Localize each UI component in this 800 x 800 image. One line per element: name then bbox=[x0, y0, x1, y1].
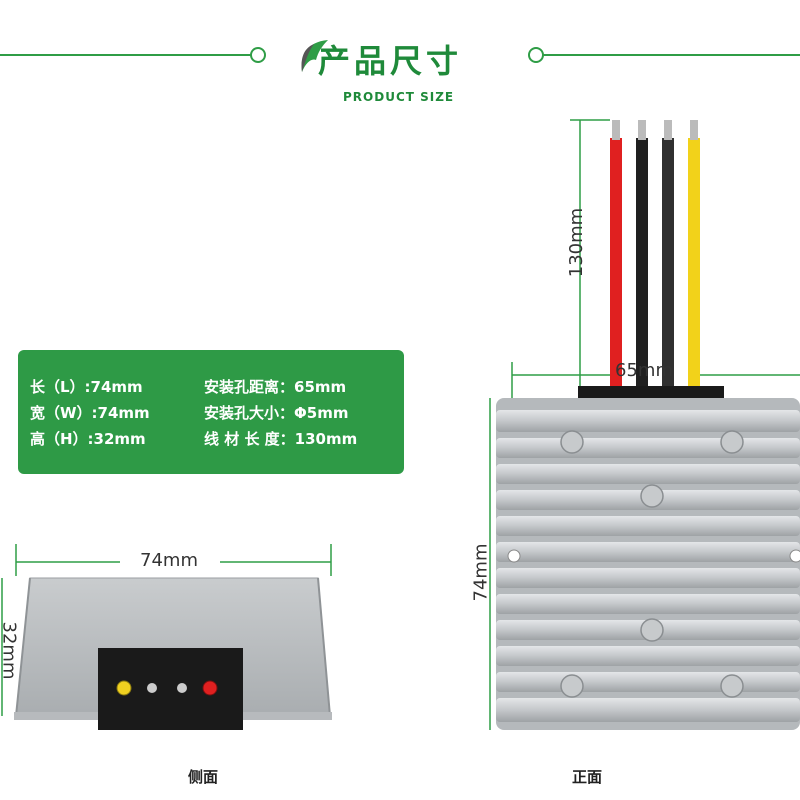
spec-width: 宽（W）:74mm bbox=[30, 404, 150, 422]
header-line-left bbox=[0, 54, 252, 56]
leaf-logo-icon bbox=[301, 40, 328, 72]
side-width-label: 74mm bbox=[140, 550, 198, 571]
side-height-label: 32mm bbox=[0, 621, 20, 680]
front-view-drawing bbox=[489, 119, 800, 730]
spec-wire-length: 线 材 长 度：130mm bbox=[204, 430, 358, 448]
spec-hole-distance: 安装孔距离：65mm bbox=[204, 378, 347, 396]
front-view-caption: 正面 bbox=[572, 768, 603, 786]
front-hole-distance-label: 65mm bbox=[615, 360, 673, 381]
page-subtitle: PRODUCT SIZE bbox=[343, 90, 455, 104]
side-view-caption: 侧面 bbox=[188, 768, 219, 786]
spec-hole-size: 安装孔大小：Φ5mm bbox=[204, 404, 349, 422]
header-dot-left bbox=[250, 47, 266, 63]
front-wire-label: 130mm bbox=[566, 207, 588, 278]
spec-height: 高（H）:32mm bbox=[30, 430, 146, 448]
side-view-drawing bbox=[1, 544, 332, 730]
front-height-label: 74mm bbox=[470, 543, 492, 602]
spec-box: 长（L）:74mm 宽（W）:74mm 高（H）:32mm 安装孔距离：65mm… bbox=[18, 350, 404, 474]
spec-length: 长（L）:74mm bbox=[30, 378, 143, 396]
page-title: 产品尺寸 bbox=[318, 42, 463, 80]
header-line-right bbox=[542, 54, 800, 56]
